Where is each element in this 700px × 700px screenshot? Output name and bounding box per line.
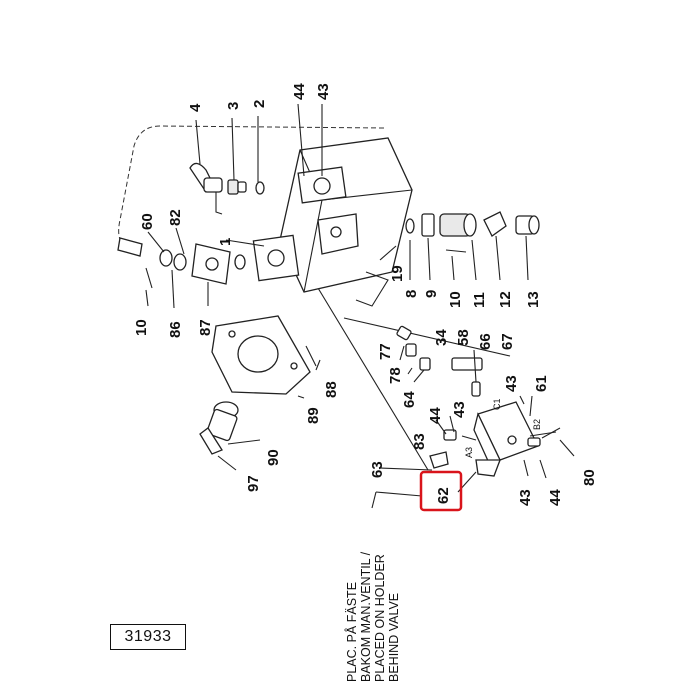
port-label-a3: A3	[464, 447, 474, 458]
cylinder-part	[199, 401, 239, 455]
callout-78: 78	[387, 367, 404, 384]
placement-note: PLAC. PÅ FÄSTE BAKOM MAN.VENTIL / PLACED…	[344, 551, 401, 682]
callout-2: 2	[251, 100, 268, 108]
note-line-4: BEHIND VALVE	[387, 593, 401, 682]
callout-87: 87	[197, 319, 214, 336]
port-label-b2: B2	[532, 419, 542, 430]
callout-83: 83	[411, 433, 428, 450]
callout-62: 62	[435, 487, 452, 504]
callout-89: 89	[305, 407, 322, 424]
callout-19: 19	[389, 265, 406, 282]
callout-60: 60	[139, 213, 156, 230]
callout-13: 13	[525, 291, 542, 308]
note-line-1: PLAC. PÅ FÄSTE	[344, 582, 359, 682]
callout-34: 34	[433, 329, 450, 346]
leader-lines	[145, 103, 575, 509]
callout-43b: 43	[503, 375, 520, 392]
callout-3: 3	[225, 102, 242, 110]
flange-plate	[211, 315, 317, 395]
guide-line	[343, 317, 511, 357]
callout-43: 43	[315, 83, 332, 100]
callout-numbers: 4 3 2 44 43 60 82 1 19 8 9 10 11 12 13 1…	[133, 83, 598, 506]
note-line-3: PLACED ON HOLDER	[373, 554, 387, 682]
callout-63: 63	[369, 461, 386, 478]
port-label-c1: C1	[492, 398, 502, 410]
note-line-2: BAKOM MAN.VENTIL /	[359, 551, 373, 682]
valve-housing	[252, 137, 413, 307]
callout-10: 10	[447, 291, 464, 308]
right-fittings	[405, 211, 540, 253]
callout-8: 8	[403, 290, 420, 298]
callout-88: 88	[323, 381, 340, 398]
callout-43c: 43	[451, 401, 468, 418]
callout-4: 4	[187, 103, 204, 112]
callout-44b: 44	[427, 407, 444, 424]
callout-80: 80	[581, 469, 598, 486]
drawing-number-box: 31933	[110, 624, 186, 650]
callout-66: 66	[477, 333, 494, 350]
top-fittings	[189, 162, 265, 215]
callout-43d: 43	[517, 489, 534, 506]
callout-67: 67	[499, 333, 516, 350]
drawing-number: 31933	[124, 628, 172, 645]
callout-86: 86	[167, 321, 184, 338]
callout-44: 44	[291, 83, 308, 100]
highlight-box	[419, 470, 463, 512]
callout-61: 61	[533, 375, 550, 392]
callout-1: 1	[217, 238, 234, 246]
callout-97: 97	[245, 475, 262, 492]
callout-64: 64	[401, 391, 418, 408]
callout-44c: 44	[547, 489, 564, 506]
highlighted-callout-62[interactable]: 62	[419, 470, 463, 512]
callout-12: 12	[497, 291, 514, 308]
callout-58: 58	[455, 329, 472, 346]
guide-line	[317, 287, 429, 471]
left-fittings	[117, 237, 246, 289]
callout-77: 77	[377, 343, 394, 360]
callout-11: 11	[471, 292, 488, 308]
callout-10b: 10	[133, 319, 150, 336]
callout-82: 82	[167, 209, 184, 226]
callout-9: 9	[423, 290, 440, 298]
callout-90: 90	[265, 449, 282, 466]
